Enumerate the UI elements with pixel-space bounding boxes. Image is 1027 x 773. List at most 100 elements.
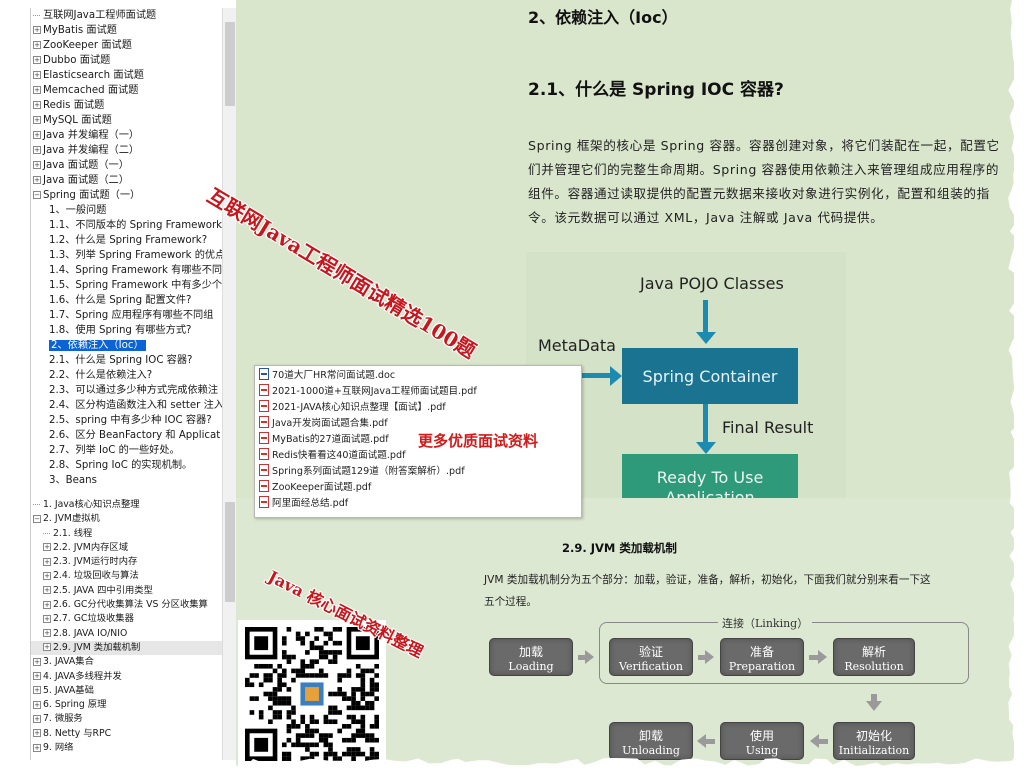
tree-item[interactable]: +2.8. JAVA IO/NIO — [31, 627, 226, 641]
expand-icon[interactable]: + — [33, 657, 41, 666]
expand-icon[interactable]: + — [33, 743, 41, 752]
tree-item[interactable]: 2.4、区分构造函数注入和 setter 注入 — [31, 398, 222, 413]
tree-item[interactable]: 2.5、spring 中有多少种 IOC 容器? — [31, 413, 222, 428]
tree-item[interactable]: 互联网Java工程师面试题 — [31, 8, 222, 23]
expand-icon[interactable]: + — [33, 729, 41, 738]
tree-item[interactable]: +2.9. JVM 类加载机制 — [31, 640, 226, 656]
tree-item[interactable]: 2.2、什么是依赖注入? — [31, 368, 222, 383]
expand-icon[interactable]: + — [33, 714, 41, 723]
expand-icon[interactable]: + — [43, 643, 51, 652]
tree-item[interactable]: +6. Spring 原理 — [31, 698, 226, 712]
expand-icon[interactable]: + — [33, 86, 41, 94]
expand-icon[interactable]: + — [43, 557, 51, 566]
collapse-icon[interactable]: − — [33, 514, 41, 523]
tree-item[interactable]: +8. Netty 与RPC — [31, 727, 226, 741]
arrow-shaft — [705, 739, 715, 744]
tree-item[interactable]: +Java 面试题（一） — [31, 158, 222, 173]
tree-item[interactable]: +MyBatis 面试题 — [31, 23, 222, 38]
tree-item[interactable]: +3. JAVA集合 — [31, 655, 226, 669]
tree-item[interactable]: +2.5. JAVA 四中引用类型 — [31, 584, 226, 598]
tree-item[interactable]: +Elasticsearch 面试题 — [31, 68, 222, 83]
expand-icon[interactable]: + — [33, 41, 41, 49]
expand-icon[interactable]: + — [33, 146, 41, 154]
tree-item[interactable]: 2.7、列举 IoC 的一些好处。 — [31, 443, 222, 458]
file-item[interactable]: 阿里面经总结.pdf — [259, 496, 348, 512]
tree-item[interactable]: 2.1. 线程 — [31, 527, 226, 541]
tree-item-label: 1. Java核心知识点整理 — [43, 499, 140, 510]
scrollbar-thumb[interactable] — [225, 22, 235, 106]
tree-item[interactable]: 2.6、区分 BeanFactory 和 Applicat — [31, 428, 222, 443]
expand-icon[interactable]: + — [33, 176, 41, 184]
tree-item[interactable]: +MySQL 面试题 — [31, 113, 222, 128]
tree-item[interactable]: +Java 并发编程（一） — [31, 128, 222, 143]
file-item[interactable]: 2021-JAVA核心知识点整理【面试】.pdf — [259, 400, 446, 416]
arrow-down — [866, 701, 882, 711]
pojo-arrow-head — [696, 332, 716, 344]
collapse-icon[interactable]: − — [33, 191, 41, 199]
expand-icon[interactable]: + — [33, 71, 41, 79]
scrollbar-thumb[interactable] — [225, 502, 235, 602]
file-name: Redis快看看这40道面试题.pdf — [272, 450, 406, 461]
file-item[interactable]: 70道大厂HR常问面试题.doc — [259, 368, 395, 384]
tree-item[interactable]: 1.2、什么是 Spring Framework? — [31, 233, 222, 248]
expand-icon[interactable]: + — [43, 586, 51, 595]
expand-icon[interactable]: + — [43, 600, 51, 609]
expand-icon[interactable]: + — [33, 116, 41, 124]
tree-item[interactable]: +Dubbo 面试题 — [31, 53, 222, 68]
tree-item[interactable]: +Memcached 面试题 — [31, 83, 222, 98]
expand-icon[interactable]: + — [33, 26, 41, 34]
tree-item[interactable]: 3、Beans — [31, 473, 222, 488]
tree-item[interactable]: +Redis 面试题 — [31, 98, 222, 113]
step-loading-cn: 加载 — [518, 645, 543, 659]
tree-item-label: 1.1、不同版本的 Spring Framework — [49, 220, 222, 231]
expand-icon[interactable]: + — [43, 629, 51, 638]
tree-item[interactable]: −2. JVM虚拟机 — [31, 512, 226, 526]
tree-item[interactable]: 2、依赖注入（Ioc） — [31, 338, 222, 353]
tree-item[interactable]: +ZooKeeper 面试题 — [31, 38, 222, 53]
file-item[interactable]: Java开发岗面试题合集.pdf — [259, 416, 388, 432]
expand-icon[interactable]: + — [33, 686, 41, 695]
tree-item[interactable]: 1.6、什么是 Spring 配置文件? — [31, 293, 222, 308]
tree-item[interactable]: 2.3、可以通过多少种方式完成依赖注 — [31, 383, 222, 398]
qr-code-image — [245, 627, 379, 761]
tree-item[interactable]: +2.3. JVM运行时内存 — [31, 555, 226, 569]
expand-icon[interactable]: + — [33, 700, 41, 709]
tree-item[interactable]: 2.8、Spring IoC 的实现机制。 — [31, 458, 222, 473]
expand-icon[interactable]: + — [43, 571, 51, 580]
file-item[interactable]: 2021-1000道+互联网Java工程师面试题目.pdf — [259, 384, 477, 400]
expand-icon[interactable]: + — [33, 56, 41, 64]
tree-item[interactable]: 1.7、Spring 应用程序有哪些不同组 — [31, 308, 222, 323]
tree-item[interactable]: 2.1、什么是 Spring IOC 容器? — [31, 353, 222, 368]
outline-scrollbar-top[interactable] — [222, 8, 236, 498]
expand-icon[interactable]: + — [33, 101, 41, 109]
tree-item[interactable]: +2.2. JVM内存区域 — [31, 541, 226, 555]
file-item[interactable]: Redis快看看这40道面试题.pdf — [259, 448, 405, 464]
file-item[interactable]: MyBatis的27道面试题.pdf — [259, 432, 389, 448]
file-item[interactable]: ZooKeeper面试题.pdf — [259, 480, 371, 496]
tree-item[interactable]: 1.3、列举 Spring Framework 的优点 — [31, 248, 222, 263]
expand-icon[interactable]: + — [43, 614, 51, 623]
tree-item[interactable]: +2.4. 垃圾回收与算法 — [31, 569, 226, 583]
tree-item[interactable]: +7. 微服务 — [31, 712, 226, 726]
tree-item[interactable]: 1.1、不同版本的 Spring Framework — [31, 218, 222, 233]
tree-item[interactable]: +Java 面试题（二） — [31, 173, 222, 188]
tree-item[interactable]: +Java 并发编程（二） — [31, 143, 222, 158]
tree-item[interactable]: +2.7. GC垃圾收集器 — [31, 612, 226, 626]
tree-item[interactable]: +9. 网络 — [31, 741, 226, 755]
tree-item[interactable]: +2.6. GC分代收集算法 VS 分区收集算 — [31, 598, 226, 612]
tree-item[interactable]: 1. Java核心知识点整理 — [31, 498, 226, 512]
tree-item[interactable]: 1、一般问题 — [31, 203, 222, 218]
tree-item[interactable]: 1.4、Spring Framework 有哪些不同 — [31, 263, 222, 278]
outline-scrollbar-bottom[interactable] — [222, 498, 236, 760]
file-item[interactable]: Spring系列面试题129道（附答案解析）.pdf — [259, 464, 465, 480]
tree-item-label: 2.8、Spring IoC 的实现机制。 — [49, 460, 193, 471]
expand-icon[interactable]: + — [33, 672, 41, 681]
tree-item[interactable]: +4. JAVA多线程并发 — [31, 670, 226, 684]
expand-icon[interactable]: + — [43, 543, 51, 552]
tree-item[interactable]: 1.8、使用 Spring 有哪些方式? — [31, 323, 222, 338]
expand-icon[interactable]: + — [33, 161, 41, 169]
tree-item[interactable]: 1.5、Spring Framework 中有多少个 — [31, 278, 222, 293]
tree-item[interactable]: +5. JAVA基础 — [31, 684, 226, 698]
tree-item[interactable]: −Spring 面试题（一） — [31, 188, 222, 203]
expand-icon[interactable]: + — [33, 131, 41, 139]
